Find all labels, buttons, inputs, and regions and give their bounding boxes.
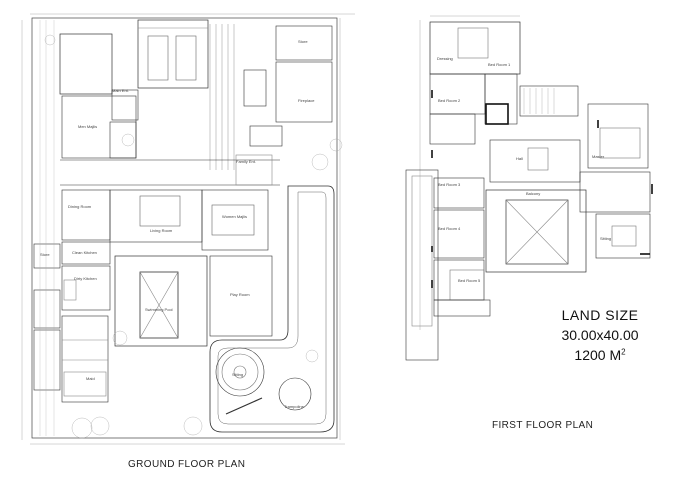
land-size-area: 1200 M2 xyxy=(540,347,660,363)
room-label-main-ent: Main Ent. xyxy=(112,88,129,93)
room-label-dining-room: Dining Room xyxy=(68,204,92,209)
room-label-dressing: Dressing xyxy=(437,56,453,61)
room-label-balcony: Balcony xyxy=(526,191,540,196)
room-label-living-room: Living Room xyxy=(150,228,173,233)
room-label-women-majlis: Women Majlis xyxy=(222,214,247,219)
room-label-store: Store xyxy=(298,39,308,44)
room-label-dirty-kitchen: Dirty Kitchen xyxy=(74,276,97,281)
room-label-fireplace: Fireplace xyxy=(298,98,315,103)
room-label-trampoline: Trampoline xyxy=(284,404,305,409)
land-size-dimensions: 30.00x40.00 xyxy=(561,327,639,343)
room-label-maid: Maid xyxy=(86,376,95,381)
ground-floor-caption: GROUND FLOOR PLAN xyxy=(128,459,246,470)
room-label-bed-room-3: Bed Room 3 xyxy=(438,182,461,187)
land-area-exponent: 2 xyxy=(621,347,626,357)
room-label-sitting-ff: Sitting xyxy=(600,236,611,241)
room-label-bed-room-1: Bed Room 1 xyxy=(488,62,511,67)
land-area-value: 1200 M xyxy=(574,347,622,363)
first-floor-plan xyxy=(405,15,653,361)
ground-floor-room-labels: Store Fireplace Main Ent. Men Majlis Fam… xyxy=(40,39,315,409)
land-size-block: LAND SIZE 30.00x40.00 1200 M2 xyxy=(540,307,660,363)
land-size-title: LAND SIZE xyxy=(561,307,639,323)
room-label-clean-kitchen: Clean Kitchen xyxy=(72,250,97,255)
room-label-master: Master xyxy=(592,154,605,159)
first-floor-caption: FIRST FLOOR PLAN xyxy=(492,420,594,431)
room-label-swimming-pool: Swimming Pool xyxy=(145,307,173,312)
first-floor-room-labels: Bed Room 1 Bed Room 2 Bed Room 3 Bed Roo… xyxy=(437,56,611,283)
room-label-store-2: Store xyxy=(40,252,50,257)
room-label-men-majlis: Men Majlis xyxy=(78,124,97,129)
room-label-hall: Hall xyxy=(516,156,523,161)
room-label-bed-room-5: Bed Room 5 xyxy=(458,278,481,283)
room-label-play-room: Play Room xyxy=(230,292,250,297)
room-label-sitting: Sitting xyxy=(232,372,243,377)
ground-floor-plan xyxy=(21,13,355,445)
room-label-bed-room-4: Bed Room 4 xyxy=(438,226,461,231)
room-label-family-ent: Family Ent. xyxy=(236,159,256,164)
room-label-bed-room-2: Bed Room 2 xyxy=(438,98,461,103)
